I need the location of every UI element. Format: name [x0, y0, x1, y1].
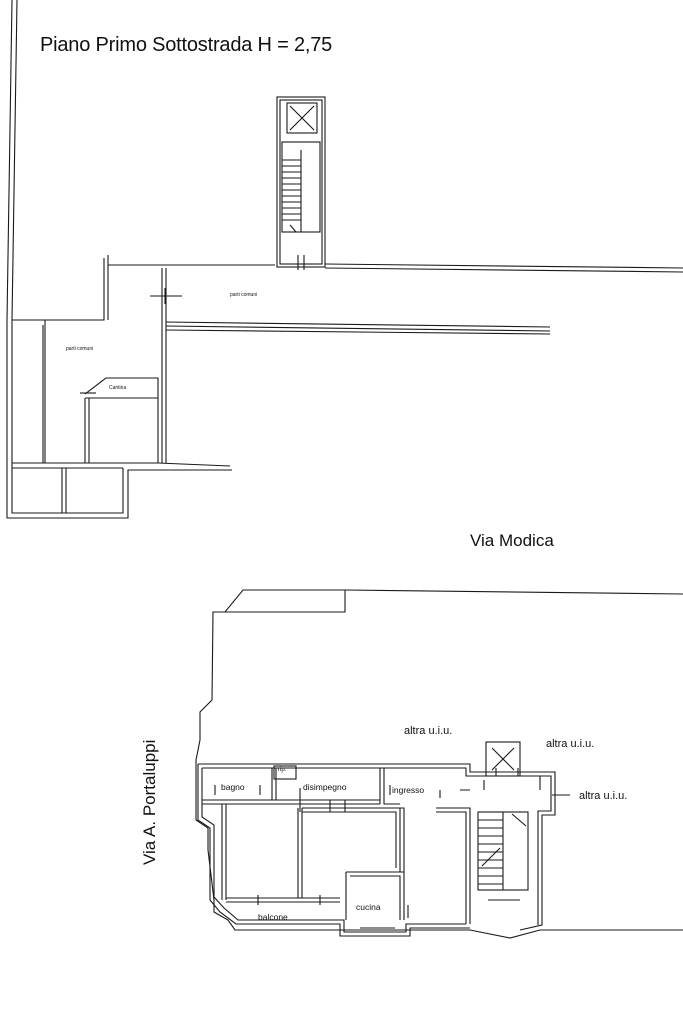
neighbor-label-right: altra u.i.u.: [579, 790, 628, 802]
neighbor-label-upper-right: altra u.i.u.: [546, 738, 595, 750]
street-label-north: Via Modica: [470, 531, 554, 550]
apartment-stair-core: [477, 741, 529, 901]
basement-stair-tower: [276, 96, 326, 270]
basement-corridor-wall: [107, 255, 275, 266]
room-label-entrance: ingresso: [392, 785, 425, 795]
basement-plan: [6, 0, 683, 519]
common-area-label: parti comuni: [66, 346, 94, 352]
common-corridor-label: parti comuni: [230, 292, 258, 298]
basement-outer-wall: [6, 0, 230, 519]
neighbor-label-top: altra u.i.u.: [404, 725, 453, 737]
street-label-west: Via A. Portaluppi: [140, 739, 159, 865]
room-label-bathroom: bagno: [221, 782, 245, 792]
apartment-plan: [195, 589, 683, 939]
lot-boundary: [195, 589, 683, 939]
plan-title: Piano Primo Sottostrada H = 2,75: [40, 34, 333, 56]
room-label-closet: rip.: [278, 767, 287, 773]
room-label-hall: disimpegno: [303, 782, 347, 792]
room-label-kitchen: cucina: [356, 902, 381, 912]
room-label-balcony: balcone: [258, 912, 288, 922]
closet-outline: [273, 765, 297, 780]
cellar-label: Cantina: [109, 385, 127, 391]
